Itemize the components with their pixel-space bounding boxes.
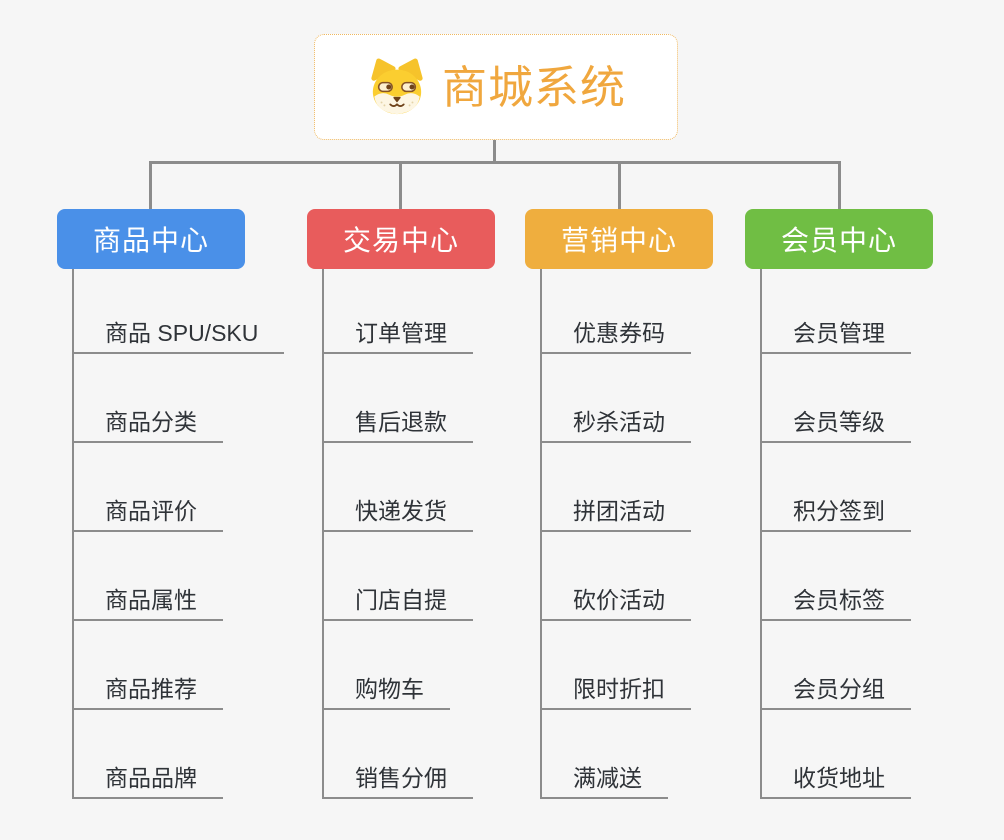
leaf-item[interactable]: 砍价活动 xyxy=(541,583,691,621)
connector-spine-marketing xyxy=(540,268,542,799)
leaf-item[interactable]: 商品分类 xyxy=(73,405,223,443)
branch-label: 营销中心 xyxy=(560,225,677,256)
leaf-item[interactable]: 秒杀活动 xyxy=(541,405,691,443)
leaf-item[interactable]: 商品 SPU/SKU xyxy=(73,316,285,354)
leaf-item[interactable]: 商品品牌 xyxy=(73,761,223,799)
leaf-item[interactable]: 商品推荐 xyxy=(73,672,223,710)
leaf-item[interactable]: 积分签到 xyxy=(761,494,911,532)
root-node[interactable]: 商城系统 xyxy=(314,34,678,140)
root-title: 商城系统 xyxy=(441,61,626,113)
branch-node-member[interactable]: 会员中心 xyxy=(745,209,933,269)
connector-spine-trade xyxy=(322,268,324,799)
connector-root-stub xyxy=(493,140,496,164)
branch-label: 会员中心 xyxy=(780,225,897,256)
leaf-item[interactable]: 快递发货 xyxy=(323,494,473,532)
connector-spine-member xyxy=(760,268,762,799)
branch-node-product[interactable]: 商品中心 xyxy=(57,209,245,269)
leaf-item[interactable]: 销售分佣 xyxy=(323,761,473,799)
leaf-item[interactable]: 收货地址 xyxy=(761,761,911,799)
leaf-item[interactable]: 售后退款 xyxy=(323,405,473,443)
connector-drop-member xyxy=(838,161,841,209)
leaf-item[interactable]: 会员管理 xyxy=(761,316,911,354)
branch-node-marketing[interactable]: 营销中心 xyxy=(525,209,713,269)
leaf-item[interactable]: 优惠券码 xyxy=(541,316,691,354)
leaf-item[interactable]: 限时折扣 xyxy=(541,672,691,710)
leaf-item[interactable]: 会员标签 xyxy=(761,583,911,621)
leaf-item[interactable]: 会员分组 xyxy=(761,672,911,710)
leaf-item[interactable]: 商品属性 xyxy=(73,583,223,621)
branch-label: 商品中心 xyxy=(92,225,209,256)
connector-drop-trade xyxy=(399,161,402,209)
leaf-item[interactable]: 门店自提 xyxy=(323,583,473,621)
leaf-item[interactable]: 购物车 xyxy=(323,672,450,710)
shiba-dog-icon xyxy=(371,58,423,115)
connector-bus xyxy=(150,161,839,164)
connector-drop-product xyxy=(149,161,152,209)
connector-drop-marketing xyxy=(618,161,621,209)
leaf-item[interactable]: 订单管理 xyxy=(323,316,473,354)
leaf-item[interactable]: 拼团活动 xyxy=(541,494,691,532)
connector-spine-product xyxy=(72,268,74,799)
leaf-item[interactable]: 会员等级 xyxy=(761,405,911,443)
branch-label: 交易中心 xyxy=(342,225,459,256)
leaf-item[interactable]: 满减送 xyxy=(541,761,668,799)
leaf-item[interactable]: 商品评价 xyxy=(73,494,223,532)
branch-node-trade[interactable]: 交易中心 xyxy=(307,209,495,269)
